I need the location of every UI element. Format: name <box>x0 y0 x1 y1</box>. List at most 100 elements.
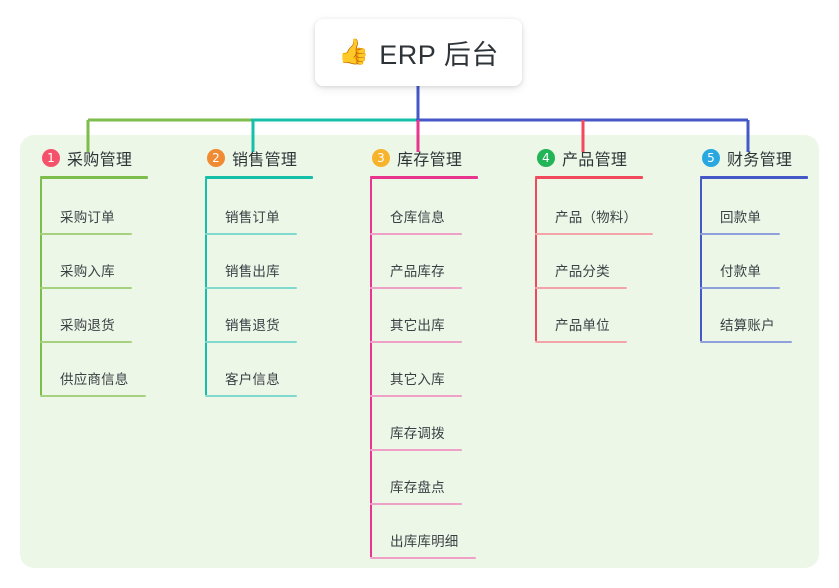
list-item-underline <box>40 233 132 235</box>
column-underline <box>535 176 643 179</box>
root-title-card[interactable]: 👍 ERP 后台 <box>315 19 522 86</box>
list-item-underline <box>370 449 462 451</box>
column-header[interactable]: 1 采购管理 <box>40 146 148 170</box>
list-item[interactable]: 付款单 <box>700 235 808 289</box>
list-item-label: 其它入库 <box>390 372 445 387</box>
list-item-label: 供应商信息 <box>60 372 129 387</box>
list-item-underline <box>205 287 297 289</box>
list-item-label: 销售出库 <box>225 264 280 279</box>
list-item[interactable]: 采购订单 <box>40 181 148 235</box>
column-spine <box>700 179 702 341</box>
list-item[interactable]: 其它入库 <box>370 343 478 397</box>
column-title: 产品管理 <box>562 152 628 169</box>
column-3: 3 库存管理仓库信息产品库存其它出库其它入库库存调拨库存盘点出库库明细 <box>370 146 478 559</box>
list-item-underline <box>370 287 462 289</box>
list-item[interactable]: 供应商信息 <box>40 343 148 397</box>
list-item[interactable]: 销售出库 <box>205 235 313 289</box>
root-title-inner: 👍 ERP 后台 <box>338 33 499 72</box>
list-item-underline <box>700 287 780 289</box>
list-item[interactable]: 产品库存 <box>370 235 478 289</box>
list-item-underline <box>370 341 462 343</box>
list-item-underline <box>205 233 297 235</box>
list-item-underline <box>205 395 297 397</box>
list-item-label: 产品单位 <box>555 318 610 333</box>
list-item-underline <box>370 233 462 235</box>
list-item-label: 采购入库 <box>60 264 115 279</box>
list-item-underline <box>370 503 462 505</box>
list-item-label: 采购订单 <box>60 210 115 225</box>
list-item[interactable]: 出库库明细 <box>370 505 478 559</box>
list-item-underline <box>205 341 297 343</box>
column-index-badge: 4 <box>537 149 555 167</box>
list-item[interactable]: 采购退货 <box>40 289 148 343</box>
list-item[interactable]: 销售退货 <box>205 289 313 343</box>
list-item-label: 销售订单 <box>225 210 280 225</box>
column-spine <box>535 179 537 341</box>
list-item-underline <box>370 557 476 559</box>
column-2: 2 销售管理销售订单销售出库销售退货客户信息 <box>205 146 313 397</box>
thumbs-up-icon: 👍 <box>338 38 370 66</box>
column-title: 采购管理 <box>67 152 133 169</box>
list-item[interactable]: 产品分类 <box>535 235 643 289</box>
list-item-label: 库存调拨 <box>390 426 445 441</box>
list-item[interactable]: 库存调拨 <box>370 397 478 451</box>
content-panel <box>20 135 819 568</box>
list-item-underline <box>370 395 462 397</box>
column-underline <box>370 176 478 179</box>
list-item-label: 产品分类 <box>555 264 610 279</box>
column-underline <box>40 176 148 179</box>
list-item-label: 客户信息 <box>225 372 280 387</box>
list-item-underline <box>535 233 653 235</box>
list-item-underline <box>40 395 146 397</box>
column-spine <box>370 179 372 557</box>
list-item[interactable]: 销售订单 <box>205 181 313 235</box>
list-item-label: 出库库明细 <box>390 534 459 549</box>
list-item-underline <box>700 341 792 343</box>
list-item-label: 付款单 <box>720 264 762 279</box>
list-item-label: 仓库信息 <box>390 210 445 225</box>
list-item-label: 其它出库 <box>390 318 445 333</box>
list-item-label: 回款单 <box>720 210 762 225</box>
column-underline <box>205 176 313 179</box>
list-item[interactable]: 客户信息 <box>205 343 313 397</box>
list-item-label: 采购退货 <box>60 318 115 333</box>
list-item[interactable]: 产品单位 <box>535 289 643 343</box>
list-item-label: 产品（物料） <box>555 210 638 225</box>
list-item-label: 结算账户 <box>720 318 775 333</box>
list-item-underline <box>700 233 780 235</box>
list-item-underline <box>40 341 132 343</box>
column-underline <box>700 176 808 179</box>
column-title: 库存管理 <box>397 152 463 169</box>
list-item[interactable]: 仓库信息 <box>370 181 478 235</box>
list-item-underline <box>40 287 132 289</box>
list-item-label: 销售退货 <box>225 318 280 333</box>
list-item[interactable]: 库存盘点 <box>370 451 478 505</box>
list-item-underline <box>535 341 627 343</box>
column-item-list: 采购订单采购入库采购退货供应商信息 <box>40 179 148 397</box>
page-title: ERP 后台 <box>379 40 499 70</box>
column-header[interactable]: 2 销售管理 <box>205 146 313 170</box>
column-item-list: 产品（物料） 产品分类产品单位 <box>535 179 653 343</box>
column-4: 4 产品管理产品（物料） 产品分类产品单位 <box>535 146 653 343</box>
column-index-badge: 2 <box>207 149 225 167</box>
column-index-badge: 1 <box>42 149 60 167</box>
column-header[interactable]: 4 产品管理 <box>535 146 643 170</box>
column-index-badge: 3 <box>372 149 390 167</box>
column-header[interactable]: 3 库存管理 <box>370 146 478 170</box>
list-item-underline <box>535 287 627 289</box>
column-index-badge: 5 <box>702 149 720 167</box>
list-item[interactable]: 结算账户 <box>700 289 808 343</box>
column-1: 1 采购管理采购订单采购入库采购退货供应商信息 <box>40 146 148 397</box>
list-item[interactable]: 回款单 <box>700 181 808 235</box>
column-item-list: 仓库信息产品库存其它出库其它入库库存调拨库存盘点出库库明细 <box>370 179 478 559</box>
list-item-label: 产品库存 <box>390 264 445 279</box>
column-title: 销售管理 <box>232 152 298 169</box>
list-item[interactable]: 其它出库 <box>370 289 478 343</box>
list-item-label: 库存盘点 <box>390 480 445 495</box>
column-item-list: 销售订单销售出库销售退货客户信息 <box>205 179 313 397</box>
list-item[interactable]: 产品（物料） <box>535 181 653 235</box>
list-item[interactable]: 采购入库 <box>40 235 148 289</box>
column-item-list: 回款单付款单结算账户 <box>700 179 808 343</box>
